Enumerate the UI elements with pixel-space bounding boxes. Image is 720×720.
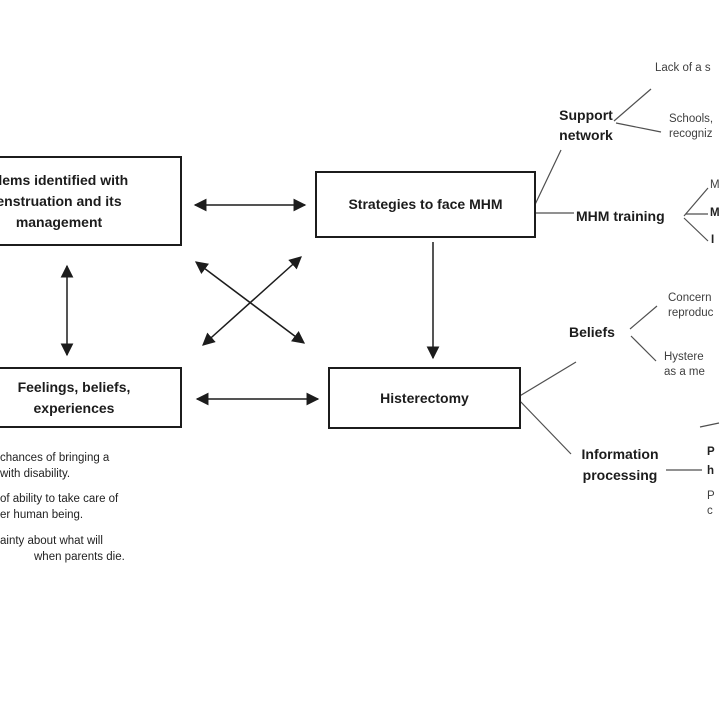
note-info-leaf1-line1: P (707, 446, 715, 458)
note-schools: Schools, recogniz (669, 112, 713, 142)
label-support-line1: Support (559, 107, 613, 123)
line-histerectomy-beliefs (517, 361, 577, 398)
line-beliefs-hyster-means (630, 335, 657, 362)
note-concerns-line1: Concern (668, 292, 712, 304)
box-feelings: Feelings, beliefs, experiences (0, 367, 182, 428)
box-histerectomy-label: Histerectomy (380, 389, 469, 406)
label-support-line2: network (559, 127, 613, 143)
note-concerns-reproduction: Concern reproduc (668, 291, 713, 321)
note-info-leaf-2: P c (707, 489, 715, 519)
bullet3-line2: when parents die. (34, 551, 125, 563)
note-info-leaf2-line1: P (707, 490, 715, 502)
box-feelings-line2: experiences (33, 399, 115, 416)
box-histerectomy: Histerectomy (328, 367, 521, 429)
line-support-schools (615, 122, 662, 133)
note-mhm-leaf-3: I (711, 234, 715, 246)
line-beliefs-concerns (629, 305, 658, 330)
box-feelings-line1: Feelings, beliefs, (17, 378, 131, 395)
note-concerns-line2: reproduc (668, 307, 714, 319)
note-mhm-leaf-1: M (710, 179, 720, 191)
label-beliefs: Beliefs (569, 324, 615, 340)
line-mhm-leaf-3 (683, 217, 709, 242)
bullet-note-1: chances of bringing a with disability. (0, 450, 109, 482)
note-info-leaf2-line2: c (707, 505, 713, 517)
note-hyster-line1: Hystere (664, 351, 704, 363)
note-schools-line1: Schools, (669, 113, 714, 125)
box-problems-identified: blems identified with enstruation and it… (0, 156, 182, 246)
label-information-line2: processing (582, 467, 658, 483)
box-problems-line3: management (15, 213, 103, 230)
line-edge-fragment (699, 422, 720, 428)
box-problems-line2: enstruation and its (0, 192, 122, 209)
note-hysterectomy-means: Hystere as a me (664, 350, 705, 380)
bullet-note-3: ainty about what will when parents die. (0, 533, 125, 565)
line-strategies-support-network (530, 149, 562, 214)
note-info-leaf1-line2: h (707, 465, 715, 477)
line-support-lack (613, 88, 652, 122)
label-support-network: Support network (548, 105, 624, 145)
bullet3-line1: ainty about what will (0, 535, 103, 547)
box-strategies-label: Strategies to face MHM (348, 196, 503, 212)
box-problems-line1: blems identified with (0, 171, 129, 188)
note-hyster-line2: as a me (664, 366, 705, 378)
note-info-leaf-1: P h (707, 443, 715, 481)
label-information-line1: Information (581, 446, 659, 462)
line-histerectomy-information (517, 398, 572, 455)
bullet1-line1: chances of bringing a (0, 452, 110, 464)
note-schools-line2: recogniz (669, 128, 713, 140)
arrow-feelings-strategies-diagonal (202, 256, 302, 346)
bullet-note-2: of ability to take care of er human bein… (0, 491, 118, 523)
line-mhm-leaf-1 (683, 187, 709, 217)
note-mhm-leaf-2: M (710, 207, 720, 219)
bullet2-line2: er human being. (0, 509, 84, 521)
bullet2-line1: of ability to take care of (0, 493, 119, 505)
note-lack-of-support: Lack of a s (655, 62, 711, 74)
bullet1-line2: with disability. (0, 468, 71, 480)
label-information-processing: Information processing (572, 444, 668, 486)
box-strategies: Strategies to face MHM (315, 171, 536, 238)
label-mhm-training: MHM training (576, 208, 665, 224)
